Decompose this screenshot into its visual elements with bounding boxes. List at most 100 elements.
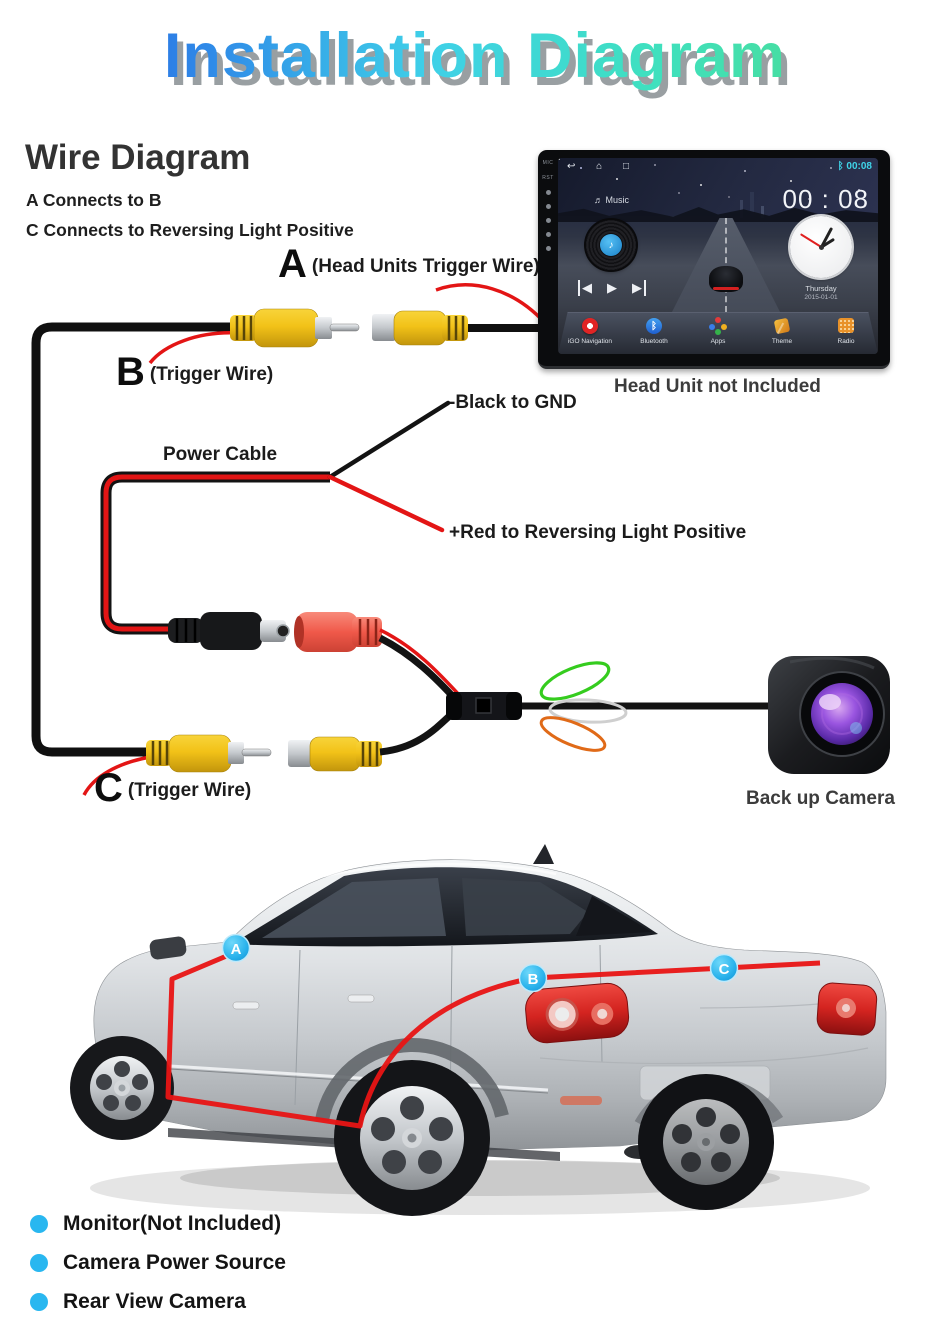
trigger-wire-c — [82, 755, 151, 796]
android-nav-icons: ↩ ⌂ □ — [567, 161, 639, 172]
clock-day-label: Thursday — [805, 284, 837, 293]
red-reversing-label: +Red to Reversing Light Positive — [449, 522, 747, 543]
page-title: Installation Diagram Installation Diagra… — [0, 20, 950, 112]
music-note-icon: ♬ — [594, 195, 603, 205]
dock-label-theme: Theme — [771, 338, 793, 345]
car-taillight-left — [525, 982, 630, 1044]
car-marker-a: A — [221, 933, 251, 963]
starry-sky-background — [558, 158, 878, 216]
backup-camera-image — [768, 656, 890, 774]
car-bumper-reflector — [560, 1096, 602, 1105]
clock-date-label: 2015-01-01 — [804, 294, 838, 301]
legend-dot-icon — [30, 1254, 48, 1272]
black-gnd-label: -Black to GND — [449, 392, 577, 413]
apps-icon — [709, 317, 727, 335]
analog-clock-widget — [790, 216, 852, 278]
car-wheel-front-left — [70, 1036, 174, 1140]
car-wheel-rear-left — [334, 1060, 490, 1216]
bluetooth-app-icon: ᛒ — [646, 318, 662, 334]
road-graphic — [672, 218, 780, 312]
app-dock: iGO Navigation ᛒ Bluetooth Apps Theme Ra… — [558, 312, 878, 354]
play-icon: ▶ — [607, 280, 617, 295]
bluetooth-icon: ᛒ — [837, 161, 844, 172]
car-roof-highlight — [299, 862, 557, 884]
bezel-power-button — [545, 190, 551, 195]
backup-camera-label: Back up Camera — [746, 788, 895, 809]
car-taillight-right — [816, 982, 878, 1036]
status-bar: ↩ ⌂ □ ᛒ 00:08 — [567, 161, 872, 172]
label-b: B (Trigger Wire) — [116, 352, 273, 392]
head-unit-note: Head Unit not Included — [614, 376, 821, 397]
dock-item-radio: Radio — [815, 317, 877, 345]
dock-item-igo-navigation: iGO Navigation — [559, 317, 621, 345]
previous-track-icon: ◀ — [578, 280, 592, 296]
page-title-text: Installation Diagram — [0, 20, 950, 92]
bezel-volume-up-button — [545, 232, 551, 237]
camera-power-wire-red — [379, 628, 464, 700]
car-wire-route-line — [165, 949, 821, 1129]
car-marker-a-letter: A — [231, 941, 242, 958]
car-rear-window — [576, 896, 652, 936]
car-image: A B C — [70, 844, 887, 1216]
car-door-handle-front — [232, 1001, 260, 1010]
rca-male-connector-b — [230, 308, 360, 348]
label-a-letter: A — [278, 242, 307, 286]
dock-label-igo: iGO Navigation — [567, 338, 613, 345]
legend-label-rear-camera: Rear View Camera — [63, 1290, 246, 1313]
dock-label-apps: Apps — [710, 338, 726, 345]
car-mirror — [149, 936, 187, 960]
car-antenna-fin — [533, 844, 554, 864]
legend-item-monitor: Monitor(Not Included) — [30, 1212, 286, 1236]
car-wheel-rear-right — [638, 1074, 774, 1210]
legend-label-camera-power: Camera Power Source — [63, 1251, 286, 1274]
label-c-desc: (Trigger Wire) — [127, 780, 252, 801]
dock-item-bluetooth: ᛒ Bluetooth — [623, 317, 685, 345]
music-widget-label: ♬ Music — [594, 195, 629, 205]
label-b-letter: B — [116, 350, 145, 394]
media-controls: ◀ ▶ ▶ — [578, 280, 646, 296]
trigger-wire-b — [148, 331, 239, 365]
music-label-text: Music — [605, 195, 630, 205]
rca-female-connector-top — [372, 310, 468, 346]
rca-female-connector-c — [288, 736, 382, 772]
dock-item-apps: Apps — [687, 317, 749, 345]
car-marker-c-letter: C — [719, 961, 730, 978]
video-wire-to-junction — [379, 707, 459, 756]
dock-label-radio: Radio — [837, 338, 855, 345]
digital-clock: 00 : 08 — [782, 184, 869, 214]
sports-car-graphic — [709, 266, 743, 292]
mountain-silhouette — [558, 207, 878, 222]
car-marker-b-letter: B — [528, 971, 539, 988]
status-time: ᛒ 00:08 — [838, 161, 872, 172]
head-unit-image: MIC RST ↩ ⌂ □ ᛒ 00:08 ♬ Music 00 : 08 — [538, 150, 890, 369]
legend-dot-icon — [30, 1293, 48, 1311]
igo-navigation-icon — [582, 318, 598, 334]
vinyl-note-icon: ♪ — [600, 234, 622, 256]
wire-diagram-heading: Wire Diagram — [25, 138, 251, 177]
loop-wire-green — [539, 661, 611, 701]
inline-junction-box — [446, 692, 522, 720]
label-a: A (Head Units Trigger Wire) — [278, 244, 540, 284]
page-title-shadow: Installation Diagram — [6, 28, 950, 100]
dock-item-theme: Theme — [751, 317, 813, 345]
legend-item-camera-power: Camera Power Source — [30, 1251, 286, 1275]
dock-label-bluetooth: Bluetooth — [640, 338, 668, 345]
loop-wire-orange — [539, 716, 607, 752]
car-side-window-rear — [462, 878, 588, 936]
dc-power-plug — [168, 612, 290, 650]
vinyl-record-widget: ♪ — [586, 220, 636, 270]
next-track-icon: ▶ — [632, 280, 646, 296]
radio-icon — [838, 318, 854, 333]
road-center-line — [725, 218, 727, 312]
bezel-home-button — [545, 204, 551, 209]
bezel-volume-down-button — [545, 246, 551, 251]
loop-wire-white — [548, 698, 628, 724]
trigger-wire-a — [435, 283, 547, 325]
camera-power-wire-black — [378, 634, 461, 705]
label-c-letter: C — [94, 766, 123, 810]
theme-brush-icon — [773, 317, 791, 335]
power-cable-label: Power Cable — [163, 444, 278, 465]
legend-dot-icon — [30, 1215, 48, 1233]
